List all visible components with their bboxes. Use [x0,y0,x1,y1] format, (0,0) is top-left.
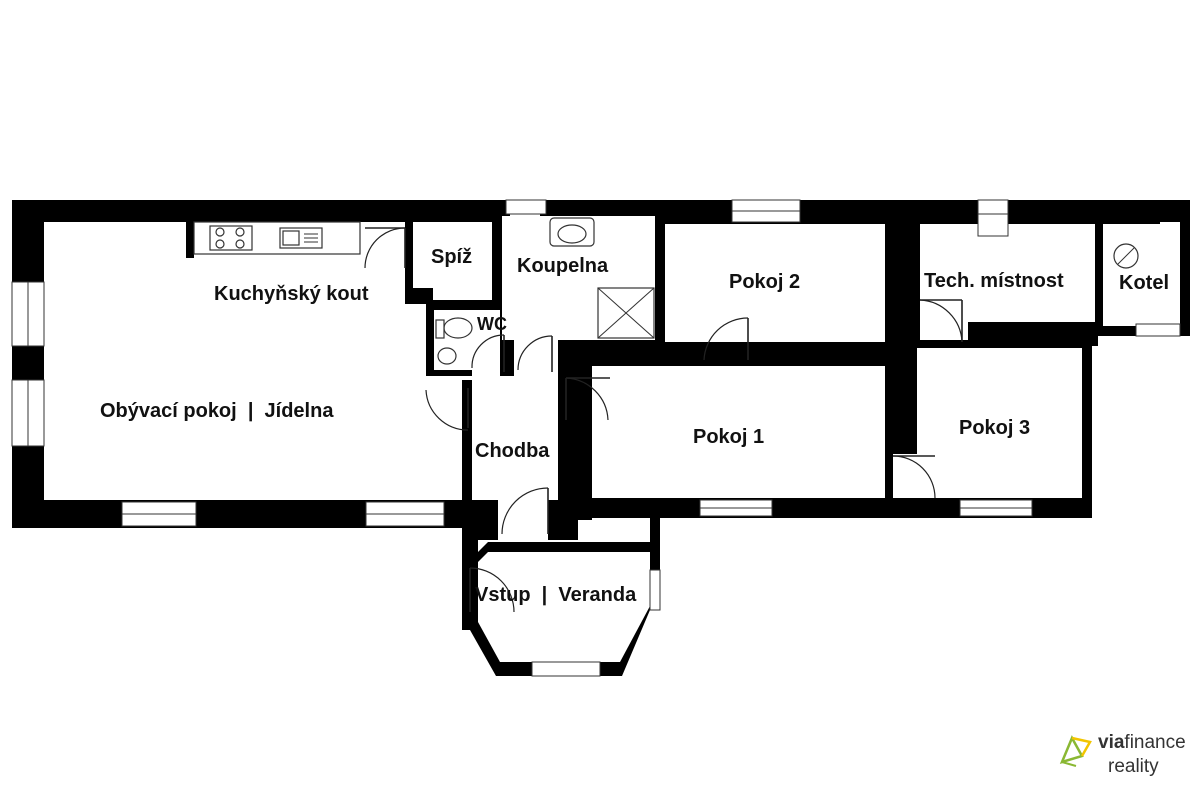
logo-brand-prefix: via [1098,732,1125,753]
label-room2: Pokoj 2 [729,271,800,293]
window-veranda-bottom [531,661,601,677]
room-labels: Kuchyňský kout Spíž Koupelna Pokoj 2 Tec… [100,246,1169,606]
label-wc: WC [477,314,507,334]
window-veranda-right [649,569,661,611]
floors [44,216,1180,662]
label-room1: Pokoj 1 [693,426,764,448]
door-bathroom [517,335,553,372]
logo-brand: viafinance [1098,732,1186,754]
wall-pantry-right [492,222,502,312]
logo-brand-suffix: finance [1124,732,1186,753]
toilet [443,317,473,339]
door-pantry [364,227,406,269]
window-tech-top [977,199,1009,237]
door-room2 [703,317,749,361]
door-living [425,388,469,431]
floor-living-a [44,222,186,500]
floor-living-c [405,376,462,500]
floor-room2 [665,224,885,342]
floor-hall-door [498,500,548,542]
wall-room3-left-low [885,454,893,498]
label-hallway: Chodba [475,440,550,462]
wall-tech-left [910,222,920,346]
floor-living-notch [405,304,426,376]
wall-pantry-left [405,222,413,304]
wall-top-far [1150,200,1188,222]
floor-tech-low [920,322,968,340]
label-pantry: Spíž [431,246,472,268]
wall-living-right [462,380,472,528]
floor-room1 [592,366,885,498]
label-bathroom: Koupelna [517,255,609,277]
floor-pantry [413,222,492,288]
logo-leaf-icon [1059,735,1092,767]
wall-top-left [12,200,510,222]
logo-brand-sub: reality [1108,756,1159,777]
floor-veranda [478,552,650,662]
window-bath-top [505,199,547,215]
fixtures [193,217,1139,365]
label-room3: Pokoj 3 [959,417,1030,439]
wall-left [12,200,44,528]
windows [11,199,1181,677]
window-kotel [1135,323,1181,337]
wall-wc-bottom [426,370,472,376]
doors [364,227,963,613]
wall-hall-bottom-left [462,500,498,540]
wall-wc-left [426,300,434,372]
wall-kotel-left [1095,222,1103,332]
label-tech-room: Tech. místnost [924,270,1064,292]
wall-room1-left [558,360,592,520]
wall-kotel-right [1180,200,1190,336]
floor-pantry-low [433,288,492,300]
wall-wc-top [426,300,502,310]
label-living-dining: Obývací pokoj | Jídelna [100,400,334,422]
bath-sink [549,217,595,247]
floor-bath-door [514,340,558,376]
wall-kotel-bottom [1085,326,1185,336]
label-boiler: Kotel [1119,272,1169,294]
wall-top-mid [500,200,510,220]
door-room3 [892,455,936,499]
floor-hallway [472,376,558,500]
kitchen-stub [186,222,194,258]
wall-room2-bottom [655,342,895,366]
wall-bath-right [655,214,665,364]
wall-room3-right [1082,336,1092,518]
door-room1 [565,377,610,421]
label-entrance-veranda: Vstup | Veranda [475,584,637,606]
wall-room3-top [910,340,1090,348]
door-wc [471,334,505,372]
door-hallway [501,487,549,535]
door-tech [919,299,963,343]
label-kitchen: Kuchyňský kout [214,283,369,305]
floor-room3 [917,348,1082,498]
kitchen-sink [279,227,323,249]
floor-tech [920,236,1095,322]
company-logo: viafinance reality [1052,726,1186,786]
wall-hall-right-low [560,498,660,516]
floor-living-b [186,258,405,500]
door-entrance [469,567,515,613]
wc-basin [437,347,457,365]
